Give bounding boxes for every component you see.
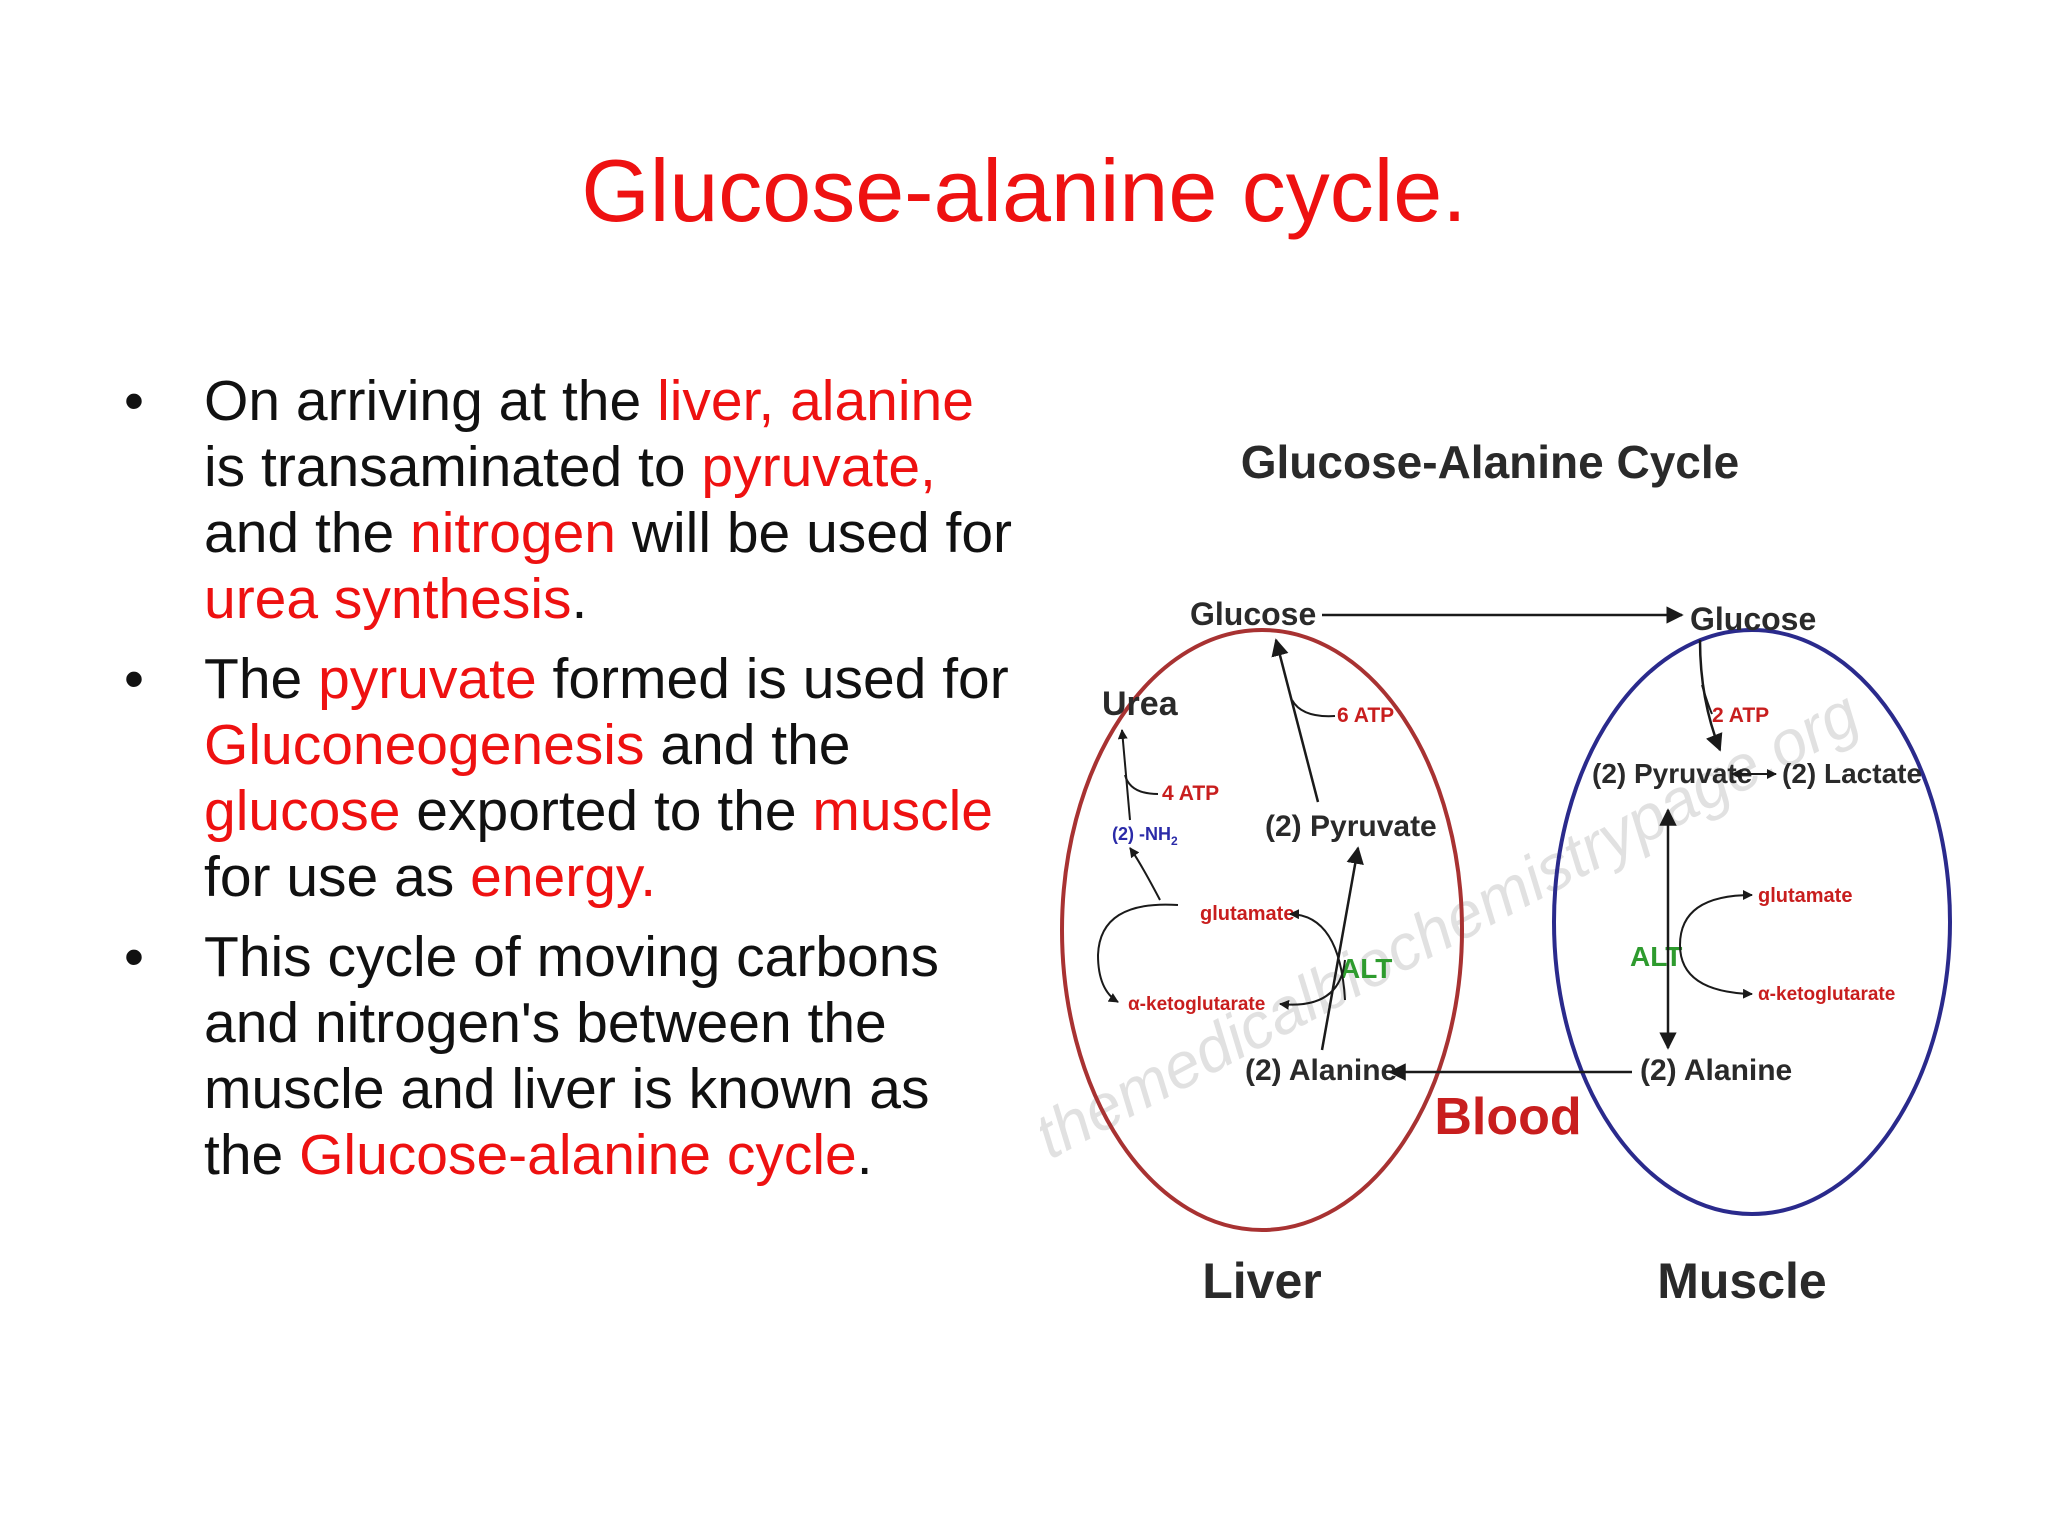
body-text: and the <box>204 501 411 565</box>
bullet-dot: • <box>124 647 144 711</box>
liver-ketoglutarate: α-ketoglutarate <box>1128 994 1265 1015</box>
muscle-lactate: (2) Lactate <box>1782 758 1922 789</box>
body-text: . <box>856 1123 873 1187</box>
muscle-circle <box>1552 628 1952 1216</box>
liver-glutamate: glutamate <box>1200 903 1294 925</box>
liver-urea: Urea <box>1102 685 1179 723</box>
diagram-svg: themedicalbiochemistrypage.org Glucose-A… <box>1040 436 1952 1309</box>
body-text: exported to the <box>400 779 813 843</box>
muscle-alt: ALT <box>1630 941 1682 972</box>
liver-circle <box>1060 628 1464 1232</box>
body-text: . <box>571 567 588 631</box>
highlighted-text: urea synthesis <box>204 567 572 631</box>
bullet-text: The pyruvate formed is used for Gluconeo… <box>204 647 1009 909</box>
highlighted-text: nitrogen <box>410 501 617 565</box>
body-text: will be used for <box>616 501 1013 565</box>
body-text: for use as <box>204 845 471 909</box>
highlighted-text: Glucose-alanine cycle <box>299 1123 857 1187</box>
body-text: The <box>204 647 319 711</box>
muscle-transamination-curve <box>1678 890 1753 999</box>
liver-alanine-to-pyruvate-arrow <box>1320 846 1364 1051</box>
body-text <box>774 369 790 433</box>
muscle-glucose: Glucose <box>1690 601 1816 637</box>
liver-atp6: 6 ATP <box>1337 704 1394 727</box>
body-text: This cycle of moving carbons and nitroge… <box>204 925 939 1187</box>
body-text: formed is used for <box>536 647 1009 711</box>
liver-alanine: (2) Alanine <box>1245 1054 1397 1087</box>
muscle-atp2: 2 ATP <box>1712 704 1769 727</box>
muscle-pyruvate: (2) Pyruvate <box>1592 758 1752 789</box>
body-text: is transaminated to <box>204 435 702 499</box>
highlighted-text: liver, <box>657 369 775 433</box>
highlighted-text: pyruvate <box>318 647 537 711</box>
body-text: and the <box>644 713 851 777</box>
blood-label: Blood <box>1434 1088 1581 1146</box>
liver-glutamate-cycle-arrow <box>1096 903 1179 1003</box>
bullet-text: On arriving at the liver, alanine is tra… <box>204 369 1012 631</box>
muscle-glucose-to-pyruvate-arrow <box>1698 639 1723 752</box>
highlighted-text: muscle <box>812 779 993 843</box>
liver-glutamate-to-nh2-arrow <box>1129 847 1161 901</box>
bullet-dot: • <box>124 369 144 433</box>
highlighted-text: glucose <box>204 779 401 843</box>
bullet-item: • On arriving at the liver, alanine is t… <box>120 368 1020 632</box>
glucose-alanine-diagram: themedicalbiochemistrypage.org Glucose-A… <box>1040 400 1980 1360</box>
liver-transamination-curve <box>1289 909 1346 1001</box>
liver-transamination-curve-2 <box>1279 959 1346 1010</box>
muscle-label: Muscle <box>1657 1253 1827 1309</box>
liver-pyruvate: (2) Pyruvate <box>1265 810 1437 843</box>
bullet-text: This cycle of moving carbons and nitroge… <box>204 925 939 1187</box>
liver-label: Liver <box>1202 1253 1322 1309</box>
bullet-item: • The pyruvate formed is used for Glucon… <box>120 646 1020 910</box>
liver-atp4-branch <box>1124 774 1159 795</box>
liver-glucose: Glucose <box>1190 596 1316 632</box>
liver-alt: ALT <box>1340 953 1392 984</box>
muscle-glutamate: glutamate <box>1758 885 1852 907</box>
highlighted-text: pyruvate, <box>701 435 936 499</box>
highlighted-text: Gluconeogenesis <box>204 713 645 777</box>
muscle-alanine: (2) Alanine <box>1640 1054 1792 1087</box>
highlighted-text: alanine <box>790 369 974 433</box>
bullet-list: • On arriving at the liver, alanine is t… <box>120 368 1020 1202</box>
bullet-dot: • <box>124 925 144 989</box>
slide-title: Glucose-alanine cycle. <box>581 141 1467 240</box>
liver-atp4: 4 ATP <box>1162 782 1219 805</box>
liver-nh2: (2) -NH2 <box>1112 824 1178 848</box>
body-text: On arriving at the <box>204 369 658 433</box>
liver-pyruvate-to-glucose-arrow <box>1271 638 1320 803</box>
bullet-item: • This cycle of moving carbons and nitro… <box>120 924 1020 1188</box>
highlighted-text: energy. <box>470 845 657 909</box>
muscle-atp2-branch <box>1701 684 1713 715</box>
liver-atp6-branch <box>1291 699 1336 718</box>
diagram-title: Glucose-Alanine Cycle <box>1241 436 1740 488</box>
muscle-ketoglutarate: α-ketoglutarate <box>1758 984 1895 1005</box>
